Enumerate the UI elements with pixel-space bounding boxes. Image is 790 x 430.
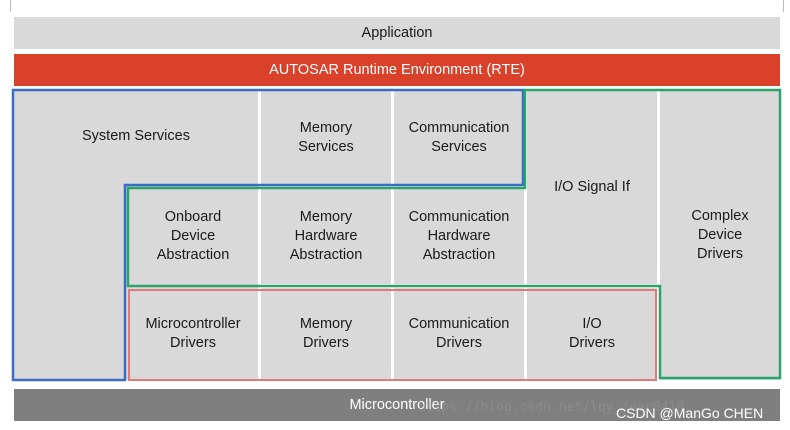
complex-device-drivers-block: Complex Device Drivers: [660, 91, 780, 380]
communication-services-block: Communication Services: [394, 91, 524, 185]
watermark-credit: CSDN @ManGo CHEN: [616, 405, 764, 421]
memory-services-block: Memory Services: [261, 91, 391, 185]
memory-drivers-block: Memory Drivers: [261, 288, 391, 380]
communication-drivers-block: Communication Drivers: [394, 288, 524, 380]
communication-hardware-abstraction-block: Communication Hardware Abstraction: [394, 188, 524, 284]
io-drivers-block: I/O Drivers: [527, 288, 657, 380]
microcontroller-layer: Microcontroller: [14, 389, 780, 421]
frame-tick-top-left: [10, 0, 11, 12]
io-signal-if-block: I/O Signal If: [527, 91, 657, 284]
watermark-url: https://blog.csdn.net/lqy_jean0410: [418, 400, 685, 415]
memory-hardware-abstraction-block: Memory Hardware Abstraction: [261, 188, 391, 284]
application-layer: Application: [14, 17, 780, 49]
rte-layer: AUTOSAR Runtime Environment (RTE): [14, 54, 780, 86]
onboard-device-abstraction-block: Onboard Device Abstraction: [128, 188, 258, 284]
frame-tick-top-right: [783, 0, 784, 12]
microcontroller-drivers-block: Microcontroller Drivers: [128, 288, 258, 380]
